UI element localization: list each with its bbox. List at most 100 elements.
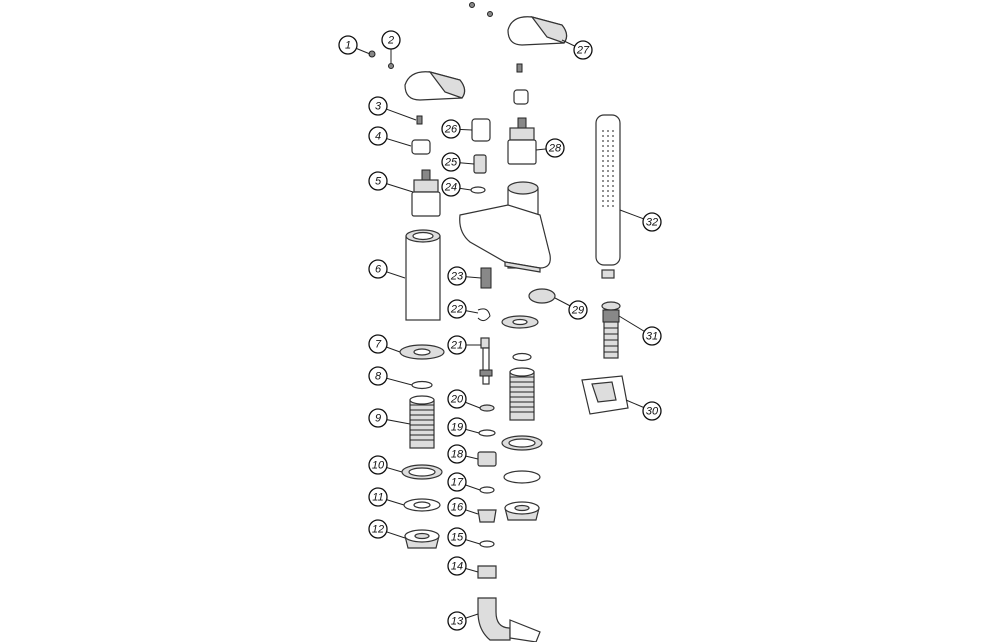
callout-circle [568, 300, 588, 320]
part-19 [478, 429, 496, 437]
callout-31: 31 [642, 326, 662, 346]
callout-circle [447, 266, 467, 286]
part-29 [528, 288, 556, 304]
part-16 [477, 509, 497, 523]
callout-17: 17 [447, 472, 467, 492]
callout-label: 11 [372, 492, 383, 504]
callout-label: 19 [451, 422, 463, 434]
callout-label: 15 [451, 532, 464, 544]
callout-25: 25 [441, 152, 461, 172]
part-5 [411, 169, 441, 217]
callout-label: 18 [451, 449, 464, 461]
callout-29: 29 [568, 300, 588, 320]
callout-label: 26 [444, 124, 458, 136]
callout-circle [447, 389, 467, 409]
callout-label: 17 [451, 477, 464, 489]
callout-30: 30 [642, 401, 662, 421]
callout-2: 2 [381, 30, 401, 50]
left-lever-handle [404, 70, 466, 101]
part-25 [473, 154, 487, 174]
callout-14: 14 [447, 556, 467, 576]
callout-circle [642, 212, 662, 232]
part-15 [479, 540, 495, 548]
callout-circle [545, 138, 565, 158]
callout-label: 25 [444, 157, 458, 169]
part-21 [479, 337, 493, 385]
callout-22: 22 [447, 299, 467, 319]
callout-circle [441, 119, 461, 139]
parts-drawing [368, 2, 629, 642]
callout-20: 20 [447, 389, 467, 409]
callout-8: 8 [368, 366, 388, 386]
callout-circle [368, 96, 388, 116]
callout-label: 13 [451, 616, 464, 628]
callout-circle [368, 455, 388, 475]
callout-circle [447, 556, 467, 576]
callout-3: 3 [368, 96, 388, 116]
callout-circle [447, 444, 467, 464]
washer-hole-7 [413, 348, 431, 356]
callout-label: 14 [451, 561, 463, 573]
callout-circle [642, 401, 662, 421]
callout-label: 28 [548, 143, 562, 155]
callout-1: 1 [338, 35, 358, 55]
callout-24: 24 [441, 177, 461, 197]
callout-21: 21 [447, 335, 467, 355]
part-13 [477, 597, 541, 642]
part-28 [507, 117, 537, 165]
part-18 [477, 451, 497, 467]
callout-circle [368, 366, 388, 386]
callout-12: 12 [368, 519, 388, 539]
callout-7: 7 [368, 334, 388, 354]
part-14 [477, 565, 497, 579]
callout-circle [368, 519, 388, 539]
callout-26: 26 [441, 119, 461, 139]
callout-10: 10 [368, 455, 388, 475]
part-20 [479, 404, 495, 412]
callout-label: 12 [372, 524, 384, 536]
part-32 [595, 114, 621, 279]
callout-label: 20 [450, 394, 464, 406]
callout-circle [368, 487, 388, 507]
callout-label: 32 [646, 217, 658, 229]
callout-circle [447, 417, 467, 437]
callout-circle [368, 259, 388, 279]
callout-label: 30 [646, 406, 659, 418]
washer-hole [512, 318, 528, 326]
callout-label: 8 [375, 371, 382, 383]
callout-32: 32 [642, 212, 662, 232]
callout-circle [368, 126, 388, 146]
callout-label: 21 [450, 340, 463, 352]
callout-label: 27 [576, 45, 590, 57]
callout-label: 9 [375, 413, 381, 425]
callout-label: 5 [375, 176, 382, 188]
right-lever-handle [507, 15, 568, 46]
callout-27: 27 [573, 40, 593, 60]
callout-circle [447, 472, 467, 492]
callout-circle [447, 299, 467, 319]
part-31 [601, 301, 621, 359]
part-washer-right-hole [508, 438, 536, 448]
callout-circle [368, 171, 388, 191]
callout-5: 5 [368, 171, 388, 191]
callout-circle [381, 30, 401, 50]
part-shroud-right [513, 89, 529, 105]
callout-9: 9 [368, 408, 388, 428]
part-o-ring-right [512, 352, 532, 362]
callout-circle [368, 334, 388, 354]
callout-label: 29 [571, 305, 584, 317]
callout-label: 10 [372, 460, 385, 472]
part-nut-right [504, 501, 540, 521]
callout-circle [338, 35, 358, 55]
callout-circle [447, 335, 467, 355]
callout-circle [447, 527, 467, 547]
part-2 [388, 63, 394, 69]
callout-19: 19 [447, 417, 467, 437]
part-30 [581, 375, 629, 415]
part-17 [479, 486, 495, 494]
part-4 [411, 139, 431, 155]
callout-label: 4 [375, 131, 381, 143]
part-grub-screw [516, 63, 523, 73]
